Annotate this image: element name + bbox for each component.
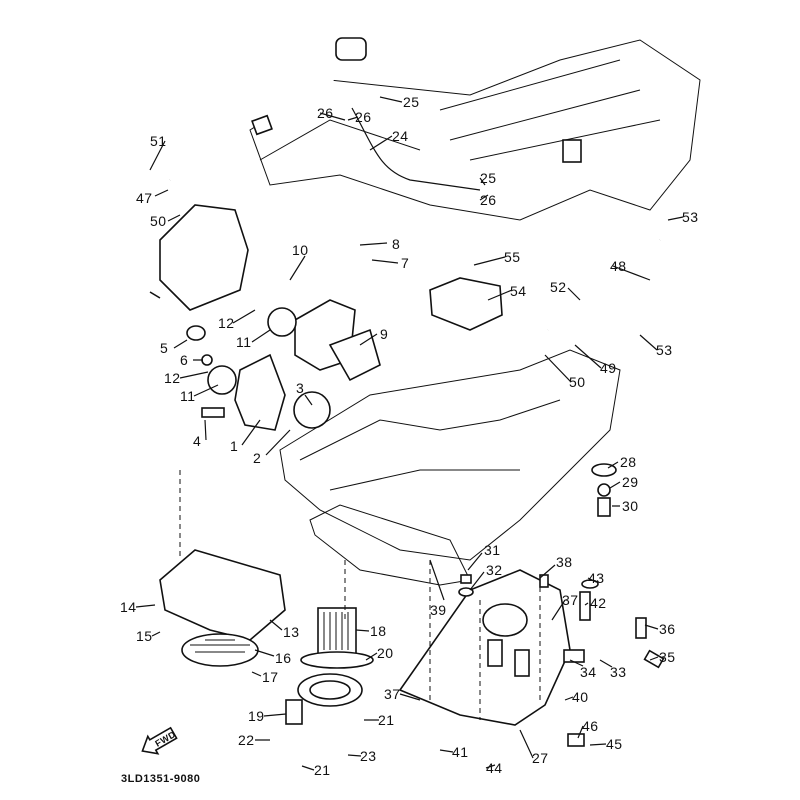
callout: 26 <box>317 105 334 121</box>
callout: 1 <box>230 438 238 454</box>
callout: 55 <box>504 249 521 265</box>
callout: 26 <box>480 192 497 208</box>
lower-crankcase <box>279 349 621 586</box>
callout: 44 <box>486 760 503 776</box>
callout: 2 <box>253 450 261 466</box>
callout: 39 <box>430 602 447 618</box>
callout: 30 <box>622 498 639 514</box>
callout: 3 <box>296 380 304 396</box>
callout: 53 <box>656 342 673 358</box>
callout: 8 <box>392 236 400 252</box>
callout: 7 <box>401 255 409 271</box>
callout: 35 <box>659 649 676 665</box>
fwd-label: FWD <box>153 729 177 749</box>
callout: 47 <box>136 190 153 206</box>
callout: 25 <box>403 94 420 110</box>
callout: 14 <box>120 599 137 615</box>
oil-strainer <box>159 549 286 667</box>
crankcase-cover <box>159 204 249 311</box>
callout: 52 <box>550 279 567 295</box>
oil-pump-assembly <box>149 291 381 431</box>
callout: 29 <box>622 474 639 490</box>
callout: 11 <box>236 334 252 350</box>
callout: 53 <box>682 209 699 225</box>
callout: 12 <box>218 315 235 331</box>
breather-hose <box>167 37 367 181</box>
callout: 10 <box>292 242 309 258</box>
drawing-code: 3LD1351-9080 <box>121 773 200 785</box>
forward-arrow-icon: FWD <box>141 726 178 755</box>
callout: 43 <box>588 570 605 586</box>
callout: 38 <box>556 554 573 570</box>
callout: 5 <box>160 340 168 356</box>
callout: 33 <box>610 664 627 680</box>
callout: 54 <box>510 283 527 299</box>
oil-hose-right <box>429 238 665 335</box>
callout: 48 <box>610 258 627 274</box>
callout: 50 <box>150 213 167 229</box>
callout: 42 <box>590 595 607 611</box>
callout-labels: 25 26 26 24 51 25 26 47 50 53 10 8 7 55 … <box>120 94 699 778</box>
callout: 9 <box>380 326 388 342</box>
callout: 21 <box>314 762 331 778</box>
callout: 49 <box>600 360 617 376</box>
callout: 51 <box>150 133 167 149</box>
callout: 34 <box>580 664 597 680</box>
callout: 23 <box>360 748 377 764</box>
callout: 27 <box>532 750 549 766</box>
callout: 37 <box>562 592 579 608</box>
callout: 20 <box>377 645 394 661</box>
callout: 46 <box>582 718 599 734</box>
callout: 32 <box>486 562 503 578</box>
callout: 37 <box>384 686 401 702</box>
callout: 50 <box>569 374 586 390</box>
engine-block-upper <box>249 39 701 221</box>
callout: 31 <box>484 542 501 558</box>
callout: 22 <box>238 732 255 748</box>
leader-lines <box>135 96 684 771</box>
callout: 26 <box>355 109 372 125</box>
callout: 4 <box>193 433 201 449</box>
callout: 11 <box>180 388 196 404</box>
oil-filter <box>285 607 374 725</box>
callout: 12 <box>164 370 181 386</box>
callout: 40 <box>572 689 589 705</box>
callout: 19 <box>248 708 265 724</box>
callout: 6 <box>180 352 188 368</box>
small-parts <box>458 463 665 747</box>
callout: 45 <box>606 736 623 752</box>
callout: 15 <box>136 628 153 644</box>
callout: 21 <box>378 712 395 728</box>
callout: 17 <box>262 669 279 685</box>
callout: 25 <box>480 170 497 186</box>
callout: 28 <box>620 454 637 470</box>
callout: 36 <box>659 621 676 637</box>
callout: 41 <box>452 744 469 760</box>
oil-delivery-pipe <box>351 107 481 191</box>
callout: 16 <box>275 650 292 666</box>
callout: 24 <box>392 128 409 144</box>
callout: 13 <box>283 624 300 640</box>
callout: 18 <box>370 623 387 639</box>
oil-pan <box>398 569 571 726</box>
